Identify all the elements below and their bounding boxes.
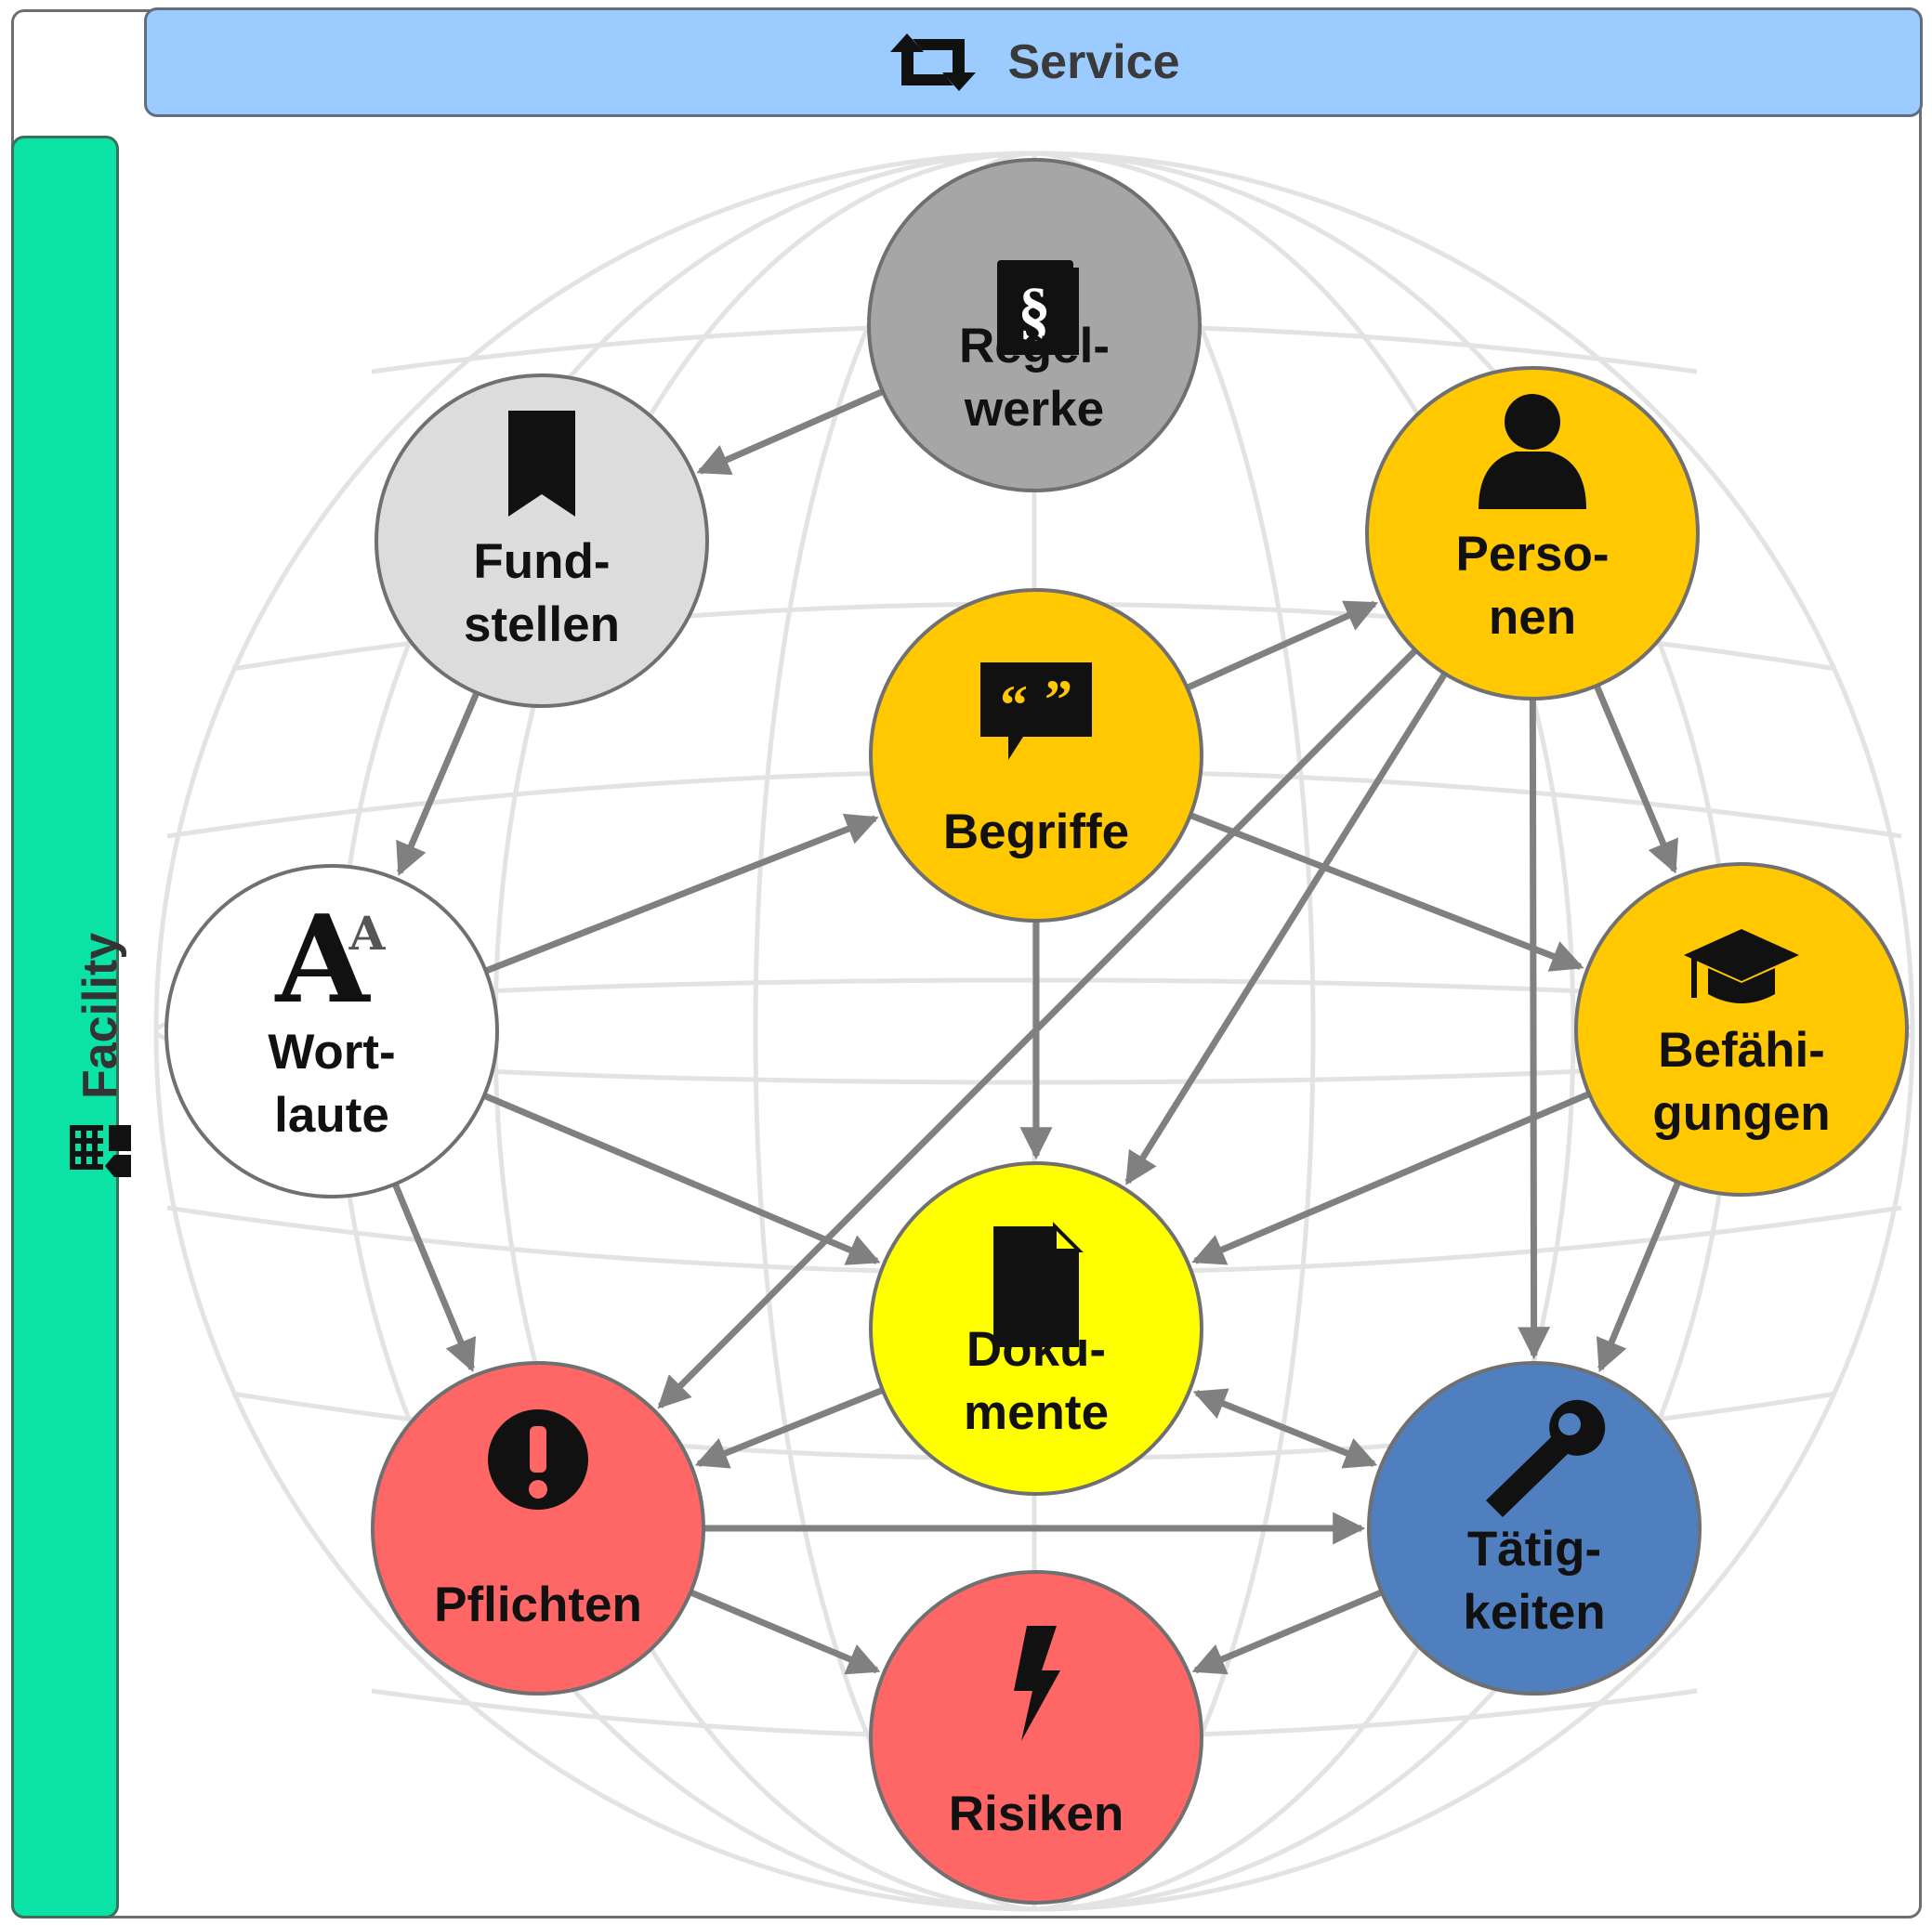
edge-regelwerke-to-fundstellen bbox=[696, 388, 885, 476]
node-circle bbox=[371, 1361, 705, 1696]
wrench-icon bbox=[1486, 1399, 1606, 1517]
paragraph-book-icon: § bbox=[997, 260, 1079, 355]
edge-begriffe-to-personen bbox=[1186, 600, 1379, 691]
service-title: Service bbox=[1007, 35, 1180, 89]
facility-sidebar: Facility bbox=[11, 136, 131, 1918]
edge-befaehigungen-to-dokumente bbox=[1191, 1091, 1591, 1265]
node-label: Doku- bbox=[966, 1322, 1106, 1377]
node-label: laute bbox=[274, 1088, 389, 1143]
svg-text:”: ” bbox=[1045, 669, 1072, 730]
node-begriffe: “”Begriffe bbox=[869, 588, 1203, 923]
nodes: §Regel-werkeFund-stellenPerso-nen“”Begri… bbox=[164, 158, 1909, 1905]
svg-text:A: A bbox=[274, 888, 372, 1030]
bookmark-icon bbox=[508, 411, 575, 517]
node-dokumente: Doku-mente bbox=[869, 1161, 1203, 1496]
edge-personen-to-taetigkeiten bbox=[1518, 698, 1551, 1360]
edge-dokumente-to-pflichten bbox=[694, 1387, 885, 1469]
edge-begriffe-to-befaehigungen bbox=[1189, 812, 1584, 972]
edge-personen-to-pflichten bbox=[657, 648, 1418, 1409]
svg-text:“: “ bbox=[1000, 674, 1028, 736]
node-label: Regel- bbox=[959, 319, 1110, 373]
svg-text:A: A bbox=[348, 906, 387, 961]
node-label: gungen bbox=[1652, 1086, 1830, 1141]
node-label: Tätig- bbox=[1467, 1522, 1601, 1577]
node-label: Begriffe bbox=[943, 805, 1129, 859]
service-header: Service bbox=[144, 7, 1923, 117]
node-befaehigungen: Befähi-gungen bbox=[1574, 862, 1909, 1197]
node-risiken: Risiken bbox=[869, 1570, 1203, 1905]
node-label: Perso- bbox=[1456, 527, 1610, 582]
node-label: Wort- bbox=[268, 1025, 395, 1080]
node-label: Risiken bbox=[949, 1787, 1124, 1841]
node-circle bbox=[164, 864, 499, 1198]
node-label: mente bbox=[964, 1385, 1109, 1440]
edge-taetigkeiten-to-risiken bbox=[1191, 1589, 1384, 1675]
font-size-icon: AA bbox=[274, 888, 387, 1030]
edges bbox=[391, 388, 1681, 1675]
edge-personen-to-befaehigungen bbox=[1593, 684, 1678, 874]
retweet-icon bbox=[890, 33, 977, 91]
edge-personen-to-dokumente bbox=[1124, 672, 1448, 1185]
node-taetigkeiten: Tätig-keiten bbox=[1367, 1361, 1702, 1696]
node-regelwerke: §Regel-werke bbox=[867, 158, 1202, 492]
node-circle bbox=[1367, 1361, 1702, 1696]
edge-fundstellen-to-wortlaute bbox=[396, 691, 480, 876]
edge-pflichten-to-risiken bbox=[689, 1589, 881, 1675]
lightning-icon bbox=[1014, 1626, 1060, 1741]
node-circle bbox=[375, 373, 709, 708]
svg-text:§: § bbox=[1019, 276, 1051, 347]
node-label: nen bbox=[1489, 590, 1576, 645]
quote-bubble-icon: “” bbox=[980, 662, 1092, 760]
exclamation-icon bbox=[488, 1409, 588, 1510]
document-icon bbox=[993, 1222, 1084, 1347]
node-label: keiten bbox=[1463, 1585, 1605, 1640]
node-circle bbox=[869, 588, 1203, 923]
node-label: werke bbox=[964, 382, 1104, 437]
node-label: Pflichten bbox=[434, 1578, 642, 1632]
node-pflichten: Pflichten bbox=[371, 1361, 705, 1696]
node-fundstellen: Fund-stellen bbox=[375, 373, 709, 708]
node-label: Fund- bbox=[473, 534, 610, 589]
node-circle bbox=[1365, 366, 1700, 701]
graduation-cap-icon bbox=[1684, 929, 1799, 1003]
node-personen: Perso-nen bbox=[1365, 366, 1700, 701]
node-label: Befähi- bbox=[1658, 1023, 1825, 1078]
edge-wortlaute-to-pflichten bbox=[391, 1183, 477, 1373]
person-icon bbox=[1479, 394, 1586, 509]
node-label: stellen bbox=[464, 597, 620, 652]
edge-dokumente-to-taetigkeiten bbox=[1192, 1388, 1378, 1469]
edge-wortlaute-to-dokumente bbox=[482, 1093, 881, 1265]
node-circle bbox=[1574, 862, 1909, 1197]
node-circle bbox=[869, 1570, 1203, 1905]
edge-wortlaute-to-begriffe bbox=[484, 813, 879, 975]
edge-befaehigungen-to-taetigkeiten bbox=[1596, 1181, 1681, 1373]
building-icon bbox=[70, 1125, 131, 1177]
